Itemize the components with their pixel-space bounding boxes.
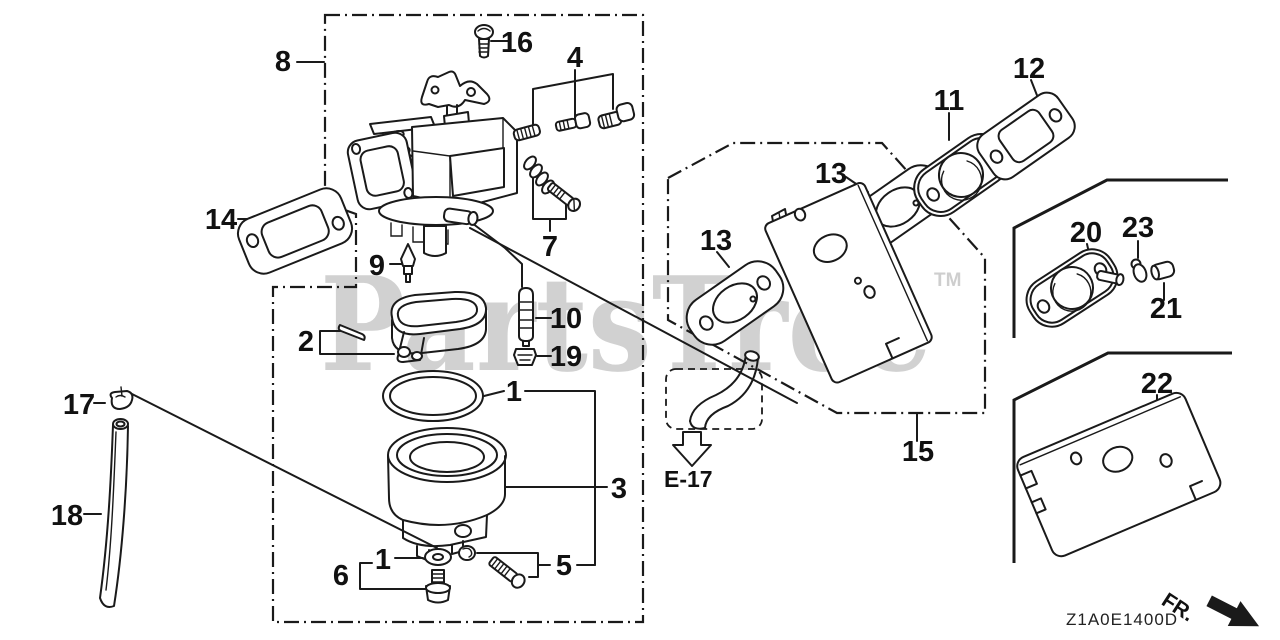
callout-16: 16 (501, 27, 533, 59)
callout-13a: 13 (700, 225, 732, 257)
float-valve-9 (400, 243, 416, 283)
pan-screw-16 (474, 24, 494, 59)
main-nozzle-10 (518, 287, 534, 347)
fr-arrow-icon (1206, 595, 1260, 627)
callout-21: 21 (1150, 293, 1182, 325)
insulator-pin (1096, 270, 1125, 287)
callout-14: 14 (205, 204, 237, 236)
sealing-washer-1 (424, 548, 452, 566)
callout-12: 12 (1013, 53, 1045, 85)
callout-11: 11 (934, 85, 965, 117)
fuel-inlet-pipe (442, 207, 479, 226)
callout-6: 6 (333, 560, 349, 592)
lever-hole (430, 85, 440, 95)
callout-3: 3 (611, 473, 627, 505)
float-2 (337, 290, 488, 363)
carb-body-edges (412, 117, 504, 197)
float-pin (337, 324, 366, 341)
carburetor-group-box (271, 13, 645, 624)
callout-1b: 1 (375, 544, 391, 576)
main-bore-tube (423, 225, 447, 257)
watermark-tm: TM (934, 270, 961, 291)
lever-hole (466, 87, 476, 97)
drain-screw-set-5 (458, 545, 526, 589)
callout-4: 4 (567, 42, 583, 74)
callout-7: 7 (542, 231, 558, 263)
throttle-lever (420, 70, 491, 108)
callout-17: 17 (63, 389, 95, 421)
carb-body-window (449, 147, 505, 197)
shield-group-box-22 (1012, 351, 1232, 563)
carburetor-gasket-14 (236, 187, 354, 275)
callout-10: 10 (550, 303, 582, 335)
insulator-group-box-20 (1012, 178, 1228, 338)
callout-2: 2 (298, 326, 314, 358)
reference-tube-e17 (665, 350, 763, 430)
intake-gasket-13a (685, 260, 785, 346)
callout-15: 15 (902, 436, 934, 468)
main-jet-19 (513, 348, 537, 366)
callouts: 8 16 4 7 14 9 2 10 19 1 3 5 1 6 17 18 13… (51, 27, 1182, 592)
jet-set-4 (512, 102, 636, 142)
manifold-gasket-12 (976, 91, 1076, 181)
clip-23 (1130, 258, 1148, 283)
callout-13b: 13 (815, 158, 847, 190)
bowl-bolt-6 (425, 569, 451, 604)
callout-22: 22 (1141, 368, 1173, 400)
fuel-tube-18 (99, 418, 129, 608)
carburetor-assembly (346, 70, 518, 257)
callout-1: 1 (506, 376, 522, 408)
bowl-oring-1 (382, 370, 484, 422)
e17-arrow-icon (672, 431, 712, 467)
callout-18: 18 (51, 500, 83, 532)
callout-20: 20 (1070, 217, 1102, 249)
callout-8: 8 (275, 46, 291, 78)
cap-21 (1150, 260, 1176, 281)
callout-19: 19 (550, 341, 582, 373)
heat-shield-22 (1016, 391, 1222, 558)
reference-label-e17: E-17 (664, 466, 713, 492)
drawing-code: Z1A0E1400D (1066, 610, 1178, 629)
spring-screw-set-7 (523, 155, 582, 212)
insulator-20 (1025, 248, 1125, 328)
heat-shield-15 (764, 182, 933, 384)
tube-clip-17 (109, 386, 134, 410)
callout-5: 5 (556, 550, 572, 582)
float-bowl-3 (387, 427, 507, 562)
callout-9: 9 (369, 250, 385, 282)
carb-inlet-flange (346, 131, 418, 211)
callout-23: 23 (1122, 212, 1154, 244)
